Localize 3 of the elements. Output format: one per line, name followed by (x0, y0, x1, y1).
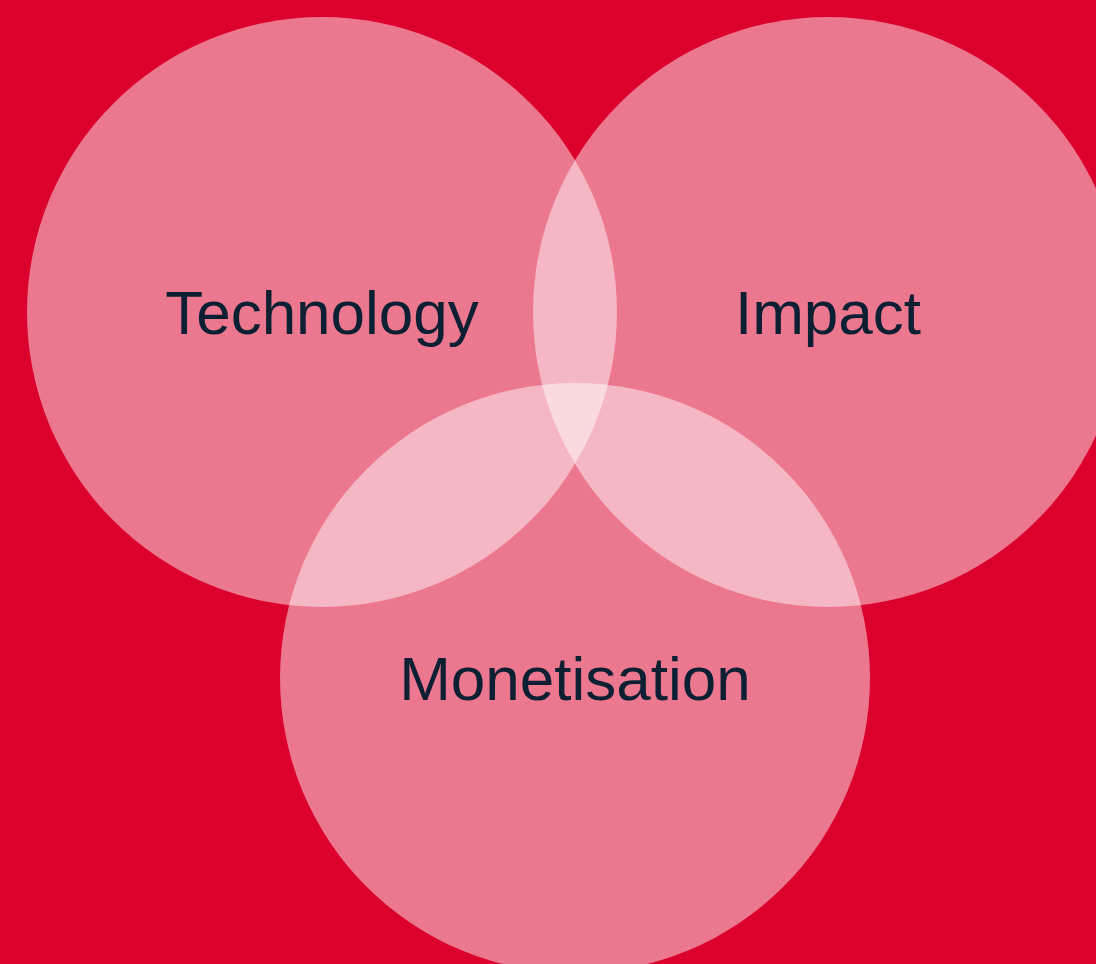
circle-label: Impact (734, 276, 922, 348)
circle-label: Technology (165, 276, 479, 348)
circle-label: Monetisation (399, 642, 751, 714)
